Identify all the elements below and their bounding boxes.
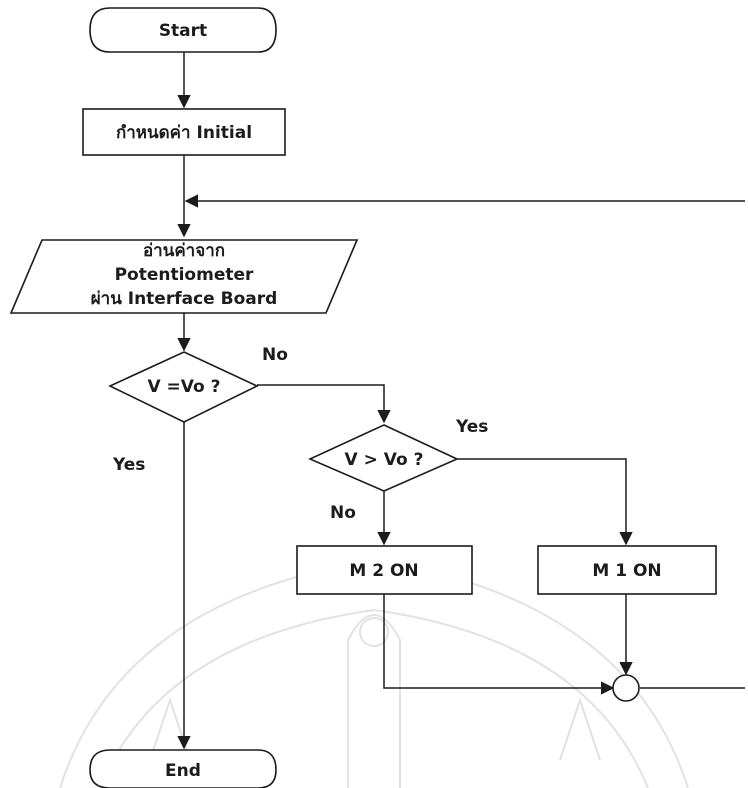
start-terminator: Start xyxy=(89,7,277,53)
m1-label: M 1 ON xyxy=(592,561,661,581)
read-label-line1: อ่านค่าจาก xyxy=(143,241,225,261)
decision1-diamond: V =Vo ? xyxy=(108,351,259,423)
decision2-no-label: No xyxy=(330,503,356,523)
decision2-label: V > Vo ? xyxy=(345,450,424,470)
decision1-yes-label: Yes xyxy=(112,455,145,475)
m2-label: M 2 ON xyxy=(349,561,418,581)
init-process: กำหนดค่า Initial xyxy=(82,108,286,156)
connectors xyxy=(177,50,745,750)
connector-decision2-yes xyxy=(457,458,633,546)
read-input-parallelogram: อ่านค่าจาก Potentiometer ผ่าน Interface … xyxy=(9,239,359,314)
m2-process: M 2 ON xyxy=(296,545,473,595)
end-terminator: End xyxy=(89,749,277,788)
m1-process: M 1 ON xyxy=(537,545,717,595)
join-connector-circle xyxy=(612,674,640,702)
decision2-diamond: V > Vo ? xyxy=(308,424,459,492)
decision1-no-label: No xyxy=(262,345,288,365)
read-label-line3: ผ่าน Interface Board xyxy=(91,289,278,309)
connector-decision1-no xyxy=(257,384,391,424)
decision1-label: V =Vo ? xyxy=(147,377,220,397)
end-label: End xyxy=(165,761,201,781)
decision2-yes-label: Yes xyxy=(455,417,488,437)
connector-m2-join xyxy=(383,594,615,695)
start-label: Start xyxy=(159,21,207,41)
init-label: กำหนดค่า Initial xyxy=(116,123,252,143)
read-label-line2: Potentiometer xyxy=(115,265,254,285)
